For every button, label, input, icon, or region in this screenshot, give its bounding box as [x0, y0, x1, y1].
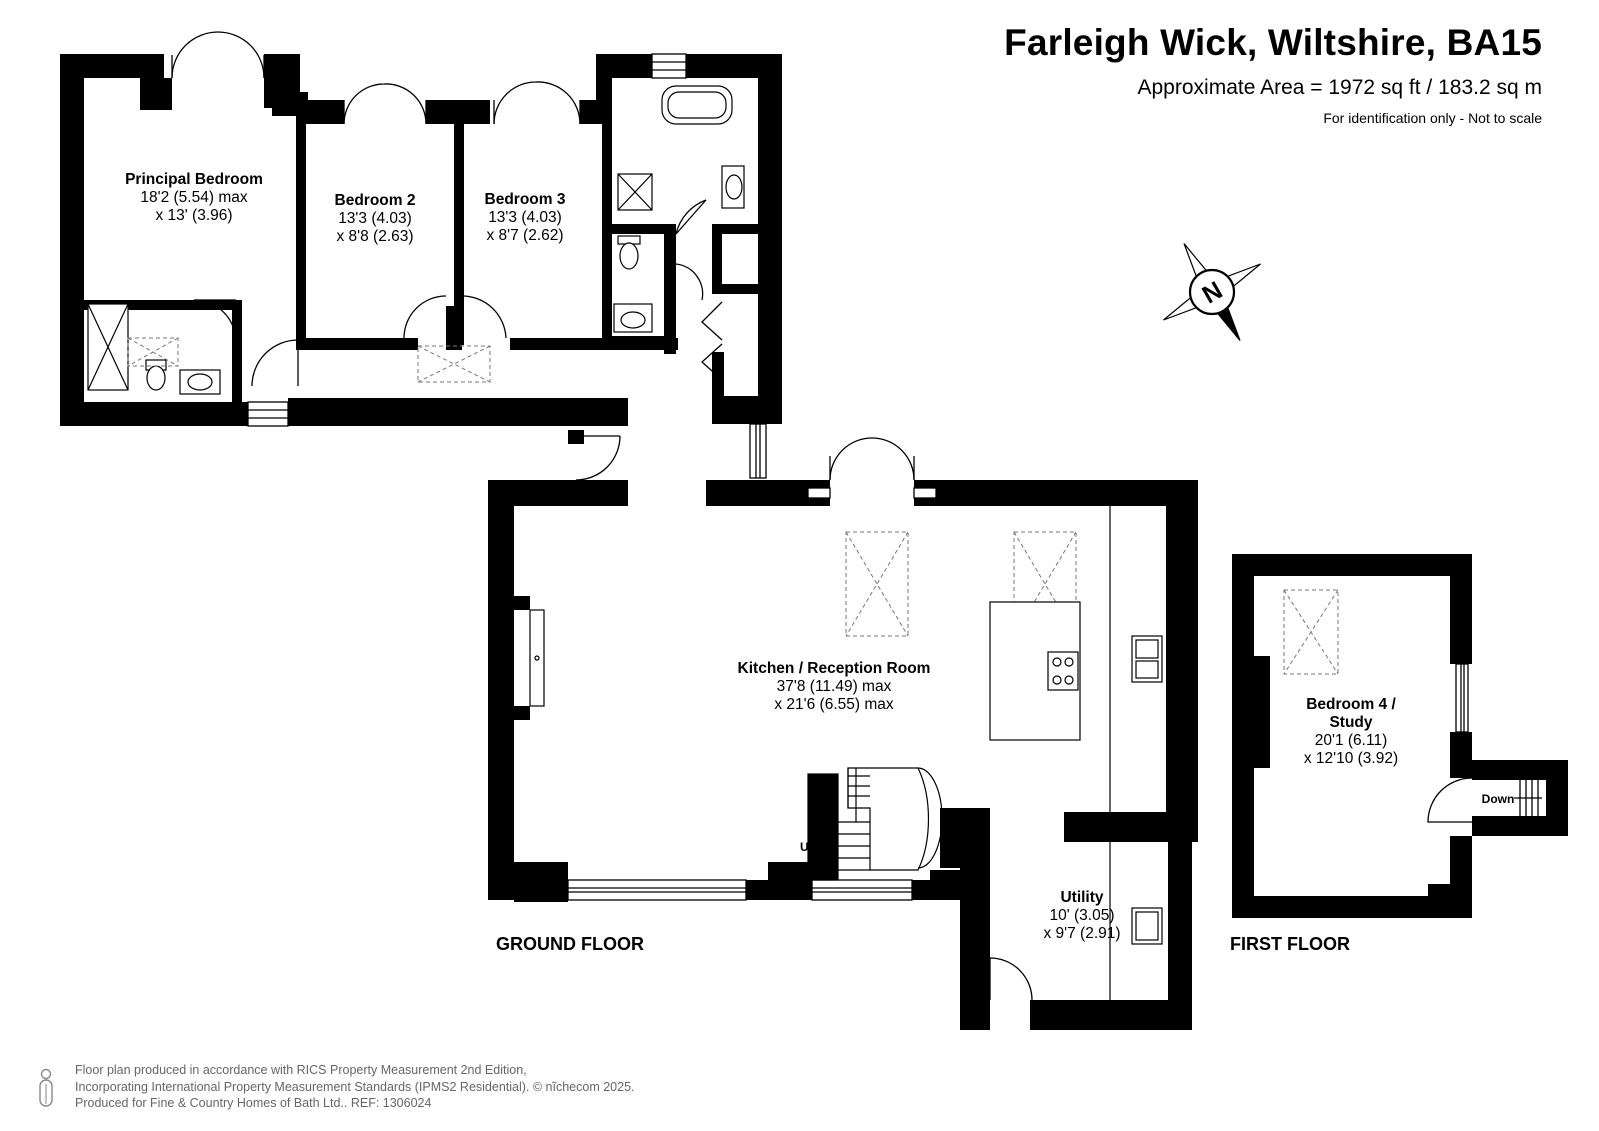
hob-icon [1047, 651, 1079, 691]
footer: Floor plan produced in accordance with R… [75, 1062, 635, 1112]
bedroom-wing-openings [171, 31, 767, 479]
kitchen-reception-dim2: x 21'6 (6.55) max [774, 696, 894, 713]
principal-bedroom-dim1: 18'2 (5.54) max [140, 189, 247, 206]
compass: N [1163, 243, 1261, 341]
footer-line-2: Incorporating International Property Mea… [75, 1079, 635, 1094]
room-labels: Principal Bedroom 18'2 (5.54) max x 13' … [125, 171, 1514, 942]
principal-bedroom-name: Principal Bedroom [125, 171, 263, 188]
page-title: Farleigh Wick, Wiltshire, BA15 [1004, 22, 1542, 63]
bedroom-wing [60, 54, 782, 426]
bedroom-3-name: Bedroom 3 [485, 191, 566, 208]
bedroom-2-name: Bedroom 2 [335, 192, 416, 209]
ground-floor-label: GROUND FLOOR [496, 934, 644, 954]
first-floor-walls [1232, 554, 1568, 918]
disclaimer-note: For identification only - Not to scale [1323, 110, 1542, 126]
first-floor-label: FIRST FLOOR [1230, 934, 1350, 954]
first-floor-openings [1427, 663, 1542, 823]
bedroom-2-dim2: x 8'8 (2.63) [336, 228, 413, 245]
footer-line-1: Floor plan produced in accordance with R… [75, 1063, 527, 1077]
bedroom-3-dim1: 13'3 (4.03) [488, 209, 562, 226]
kitchen-openings [567, 435, 1033, 1001]
kitchen-fittings [529, 506, 1163, 1000]
approximate-area: Approximate Area = 1972 sq ft / 183.2 sq… [1137, 76, 1543, 99]
bedroom-4-name-line2: Study [1329, 714, 1372, 731]
kitchen-reception-name: Kitchen / Reception Room [738, 660, 931, 677]
kitchen-walls [488, 430, 1198, 1030]
utility-dim1: 10' (3.05) [1050, 907, 1115, 924]
bedroom-3-dim2: x 8'7 (2.62) [486, 227, 563, 244]
bedroom-4-dim1: 20'1 (6.11) [1315, 732, 1387, 749]
stairs-down-label: Down [1482, 792, 1515, 806]
stairs-up-label: Up [800, 840, 816, 854]
floor-labels: GROUND FLOOR FIRST FLOOR [496, 934, 1350, 954]
bathroom-fixtures [87, 85, 745, 395]
bedroom-4-name-line1: Bedroom 4 / [1306, 696, 1396, 713]
bedroom-2-dim1: 13'3 (4.03) [338, 210, 412, 227]
staircase [807, 767, 943, 881]
utility-dim2: x 9'7 (2.91) [1043, 925, 1120, 942]
person-scale-icon [39, 1068, 53, 1107]
bedroom-4-dim2: x 12'10 (3.92) [1304, 750, 1398, 767]
principal-bedroom-dim2: x 13' (3.96) [155, 207, 232, 224]
utility-name: Utility [1060, 889, 1103, 906]
kitchen-reception-dim1: 37'8 (11.49) max [777, 678, 892, 695]
footer-line-3: Produced for Fine & Country Homes of Bat… [75, 1096, 432, 1110]
